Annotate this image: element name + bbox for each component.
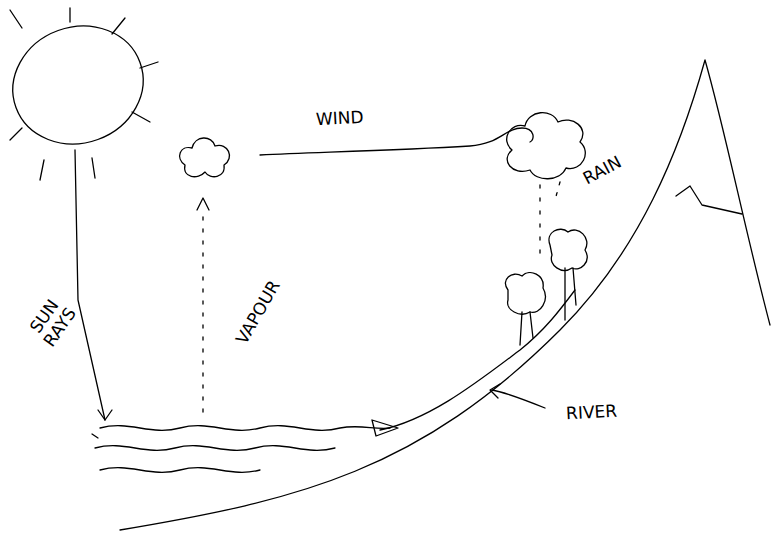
sea-waves: [92, 426, 390, 473]
sun-ray-line: [75, 150, 105, 420]
rain-cloud: [507, 113, 586, 179]
sketch-label: RAIN: [580, 152, 625, 188]
sketch-label: WIND: [316, 107, 365, 128]
sketch-label: SUN RAYS: [22, 291, 81, 353]
sun-rays-marks: [10, 8, 158, 180]
sun-ray-head: [98, 410, 112, 420]
leader-line: [492, 390, 545, 408]
vapour-line: [202, 215, 203, 412]
rain-line: [539, 185, 540, 260]
mountain: [120, 60, 770, 530]
sun: [0, 8, 160, 162]
wind-line: [260, 128, 533, 155]
sketch-label: RIVER: [566, 401, 618, 422]
tree: [505, 273, 545, 345]
leader-head: [490, 384, 500, 398]
mountain-ridge: [676, 186, 742, 214]
river-line: [380, 290, 575, 430]
vapour-head: [197, 198, 209, 210]
sketch-label: VAPOUR: [232, 277, 283, 347]
small-cloud: [180, 138, 230, 177]
rain-line: [555, 182, 560, 200]
